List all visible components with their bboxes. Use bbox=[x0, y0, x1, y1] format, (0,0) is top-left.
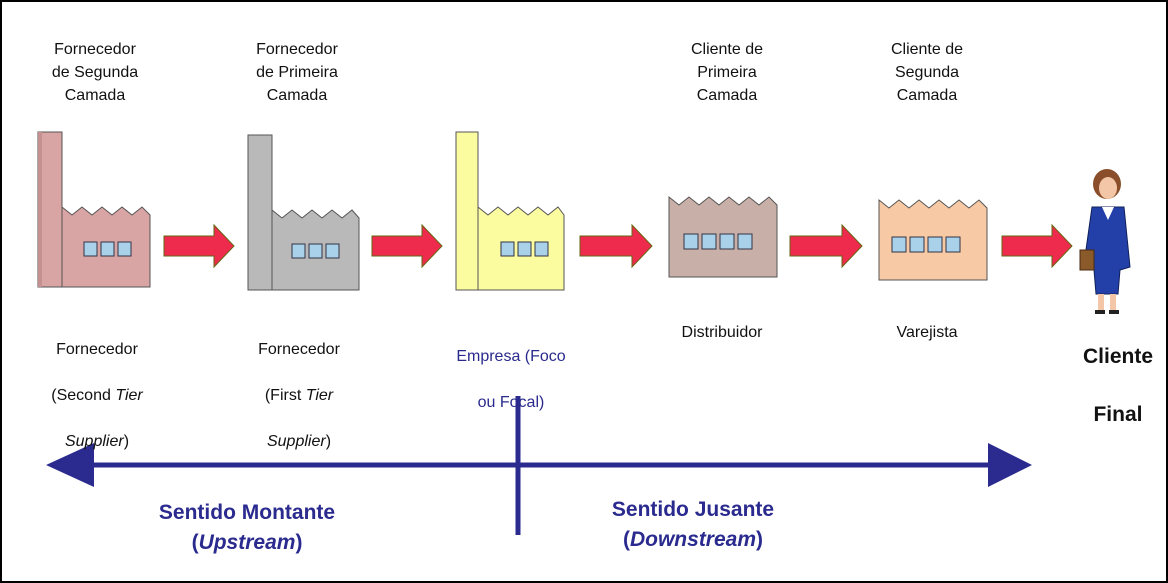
upstream-downstream-axis bbox=[46, 396, 1032, 535]
downstream-open: ( bbox=[622, 528, 630, 551]
flow-arrow-icon bbox=[789, 223, 863, 269]
upstream-italic: Upstream bbox=[198, 531, 296, 554]
role-distributor: Distribuidor bbox=[681, 324, 763, 341]
downstream-line1: Sentido Jusante bbox=[611, 498, 775, 521]
downstream-label: Sentido Jusante (Downstream) bbox=[568, 495, 818, 555]
role-focal-line1: Empresa (Foco bbox=[456, 348, 566, 365]
tier-label-second-client: Cliente de Segunda Camada bbox=[890, 41, 964, 104]
downstream-close: ) bbox=[756, 528, 764, 551]
role-final-client-line1: Cliente bbox=[1082, 345, 1153, 368]
role-retailer: Varejista bbox=[896, 324, 958, 341]
role-first-tier-line3a: Supplier bbox=[266, 433, 326, 450]
role-first-tier-line3b: ) bbox=[325, 433, 332, 450]
flow-arrow-icon bbox=[163, 223, 235, 269]
role-final-client-line2: Final bbox=[1093, 403, 1143, 426]
flow-arrow-icon bbox=[579, 223, 653, 269]
role-second-tier-line3a: Supplier bbox=[64, 433, 124, 450]
upstream-close: ) bbox=[295, 531, 303, 554]
role-focal-line2: ou Focal) bbox=[477, 394, 545, 411]
tier-label-second-supplier: Fornecedor de Segunda Camada bbox=[51, 41, 139, 104]
upstream-label: Sentido Montante (Upstream) bbox=[122, 498, 372, 558]
role-second-tier-line3b: ) bbox=[123, 433, 130, 450]
upstream-line1: Sentido Montante bbox=[158, 501, 336, 524]
businesswoman-icon bbox=[1079, 169, 1131, 314]
role-focal-company: Empresa (Foco ou Focal) bbox=[426, 322, 596, 414]
role-first-tier-supplier: Fornecedor (First Tier Supplier) bbox=[224, 315, 374, 453]
flow-arrow-icon bbox=[1001, 223, 1073, 269]
downstream-italic: Downstream bbox=[629, 528, 757, 551]
role-first-tier-line2a: (First bbox=[264, 387, 306, 404]
tier-label-first-client: Cliente de Primeira Camada bbox=[690, 41, 764, 104]
factory-second-tier-icon bbox=[37, 131, 151, 288]
role-second-tier-line1: Fornecedor bbox=[56, 341, 138, 358]
factory-distributor-icon bbox=[668, 195, 778, 278]
role-final-client: Cliente Final bbox=[1070, 313, 1166, 429]
tier-label-first-supplier: Fornecedor de Primeira Camada bbox=[256, 41, 338, 104]
role-second-tier-line2a: (Second bbox=[51, 387, 116, 404]
factory-retailer-icon bbox=[878, 198, 988, 281]
role-first-tier-line1: Fornecedor bbox=[258, 341, 340, 358]
upstream-open: ( bbox=[191, 531, 199, 554]
role-second-tier-line2b: Tier bbox=[115, 387, 143, 404]
role-first-tier-line2b: Tier bbox=[305, 387, 334, 404]
factory-first-tier-icon bbox=[247, 134, 360, 291]
role-second-tier-supplier: Fornecedor (Second Tier Supplier) bbox=[22, 315, 172, 453]
flow-arrow-icon bbox=[371, 223, 443, 269]
factory-focal-icon bbox=[455, 131, 565, 291]
